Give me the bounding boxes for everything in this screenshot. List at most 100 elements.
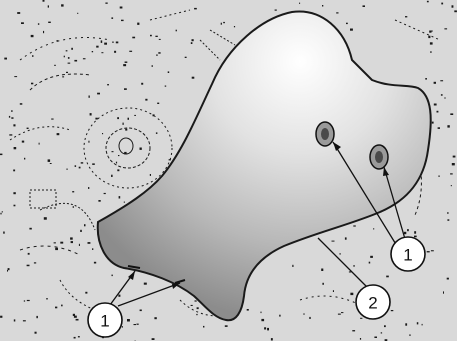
texture-speck	[196, 307, 199, 310]
texture-speck	[111, 274, 113, 277]
texture-speck	[72, 313, 75, 316]
texture-speck	[13, 204, 16, 207]
texture-speck	[72, 191, 75, 193]
texture-speck	[336, 12, 339, 14]
texture-speck	[429, 42, 433, 45]
leader-lines	[109, 141, 406, 307]
texture-speck	[60, 241, 64, 244]
texture-speck	[143, 282, 147, 285]
texture-speck	[73, 315, 77, 318]
texture-speck	[26, 299, 30, 302]
texture-speck	[450, 185, 452, 187]
texture-speck	[409, 334, 411, 336]
texture-speck	[34, 331, 37, 334]
texture-speck	[8, 115, 11, 118]
texture-speck	[125, 128, 128, 131]
texture-speck	[426, 251, 430, 253]
texture-speck	[127, 319, 130, 322]
texture-speck	[264, 327, 267, 330]
texture-speck	[447, 212, 449, 214]
texture-speck	[149, 174, 151, 176]
texture-speck	[33, 262, 37, 264]
texture-speck	[121, 19, 124, 22]
texture-speck	[71, 47, 73, 50]
texture-speck	[374, 336, 377, 338]
texture-speck	[373, 228, 375, 230]
texture-speck	[390, 310, 394, 312]
texture-speck	[21, 140, 25, 143]
texture-speck	[61, 304, 63, 307]
texture-speck	[421, 323, 423, 326]
texture-speck	[407, 229, 409, 232]
texture-speck	[67, 57, 70, 59]
texture-speck	[74, 165, 77, 167]
texture-speck	[13, 147, 17, 150]
texture-speck	[1, 211, 3, 213]
texture-speck	[451, 163, 455, 166]
texture-speck	[19, 103, 23, 105]
texture-speck	[13, 192, 16, 195]
texture-speck	[118, 155, 120, 157]
texture-speck	[95, 117, 98, 120]
texture-speck	[21, 22, 24, 24]
texture-speck	[438, 175, 440, 177]
bolt-upper-center	[315, 121, 335, 147]
texture-speck	[88, 140, 90, 143]
texture-speck	[43, 217, 47, 220]
callout-bolts-right: 1	[390, 236, 426, 272]
texture-speck	[7, 268, 10, 271]
texture-speck	[112, 41, 114, 43]
texture-speck	[321, 268, 324, 271]
bolt-lower-left	[127, 265, 141, 269]
texture-speck	[91, 51, 94, 53]
texture-speck	[53, 242, 56, 244]
texture-speck	[0, 315, 3, 318]
texture-speck	[426, 0, 429, 3]
texture-speck	[31, 82, 34, 85]
texture-speck	[119, 6, 123, 9]
texture-speck	[444, 28, 448, 30]
texture-speck	[414, 231, 417, 234]
callout-label: 1	[100, 312, 109, 331]
texture-speck	[416, 322, 419, 325]
texture-speck	[11, 110, 13, 112]
texture-speck	[384, 339, 388, 341]
texture-speck	[123, 201, 125, 203]
texture-speck	[447, 125, 450, 128]
texture-speck	[63, 55, 65, 58]
texture-speck	[233, 26, 236, 28]
texture-speck	[117, 169, 120, 172]
texture-speck	[309, 316, 311, 319]
texture-speck	[88, 95, 90, 98]
texture-speck	[370, 255, 373, 258]
texture-speck	[78, 243, 80, 246]
texture-speck	[430, 250, 434, 252]
texture-speck	[158, 52, 161, 54]
texture-speck	[66, 168, 68, 170]
texture-speck	[42, 0, 45, 2]
texture-speck	[220, 22, 222, 25]
texture-speck	[433, 103, 437, 106]
texture-speck	[279, 314, 281, 317]
texture-speck	[88, 187, 90, 189]
texture-speck	[450, 173, 453, 175]
texture-speck	[414, 235, 417, 238]
texture-speck	[141, 82, 144, 85]
texture-speck	[93, 261, 97, 264]
texture-speck	[38, 142, 40, 145]
texture-speck	[62, 76, 65, 78]
texture-speck	[55, 247, 58, 251]
texture-speck	[56, 133, 60, 136]
texture-speck	[92, 248, 94, 250]
texture-speck	[98, 200, 101, 202]
texture-speck	[7, 269, 8, 272]
crankcase-cover	[96, 10, 432, 322]
texture-speck	[292, 264, 294, 267]
texture-speck	[13, 169, 16, 172]
texture-speck	[203, 325, 205, 328]
callout-cover: 2	[355, 284, 391, 320]
texture-speck	[368, 261, 371, 264]
texture-speck	[164, 85, 167, 87]
texture-speck	[428, 35, 431, 39]
